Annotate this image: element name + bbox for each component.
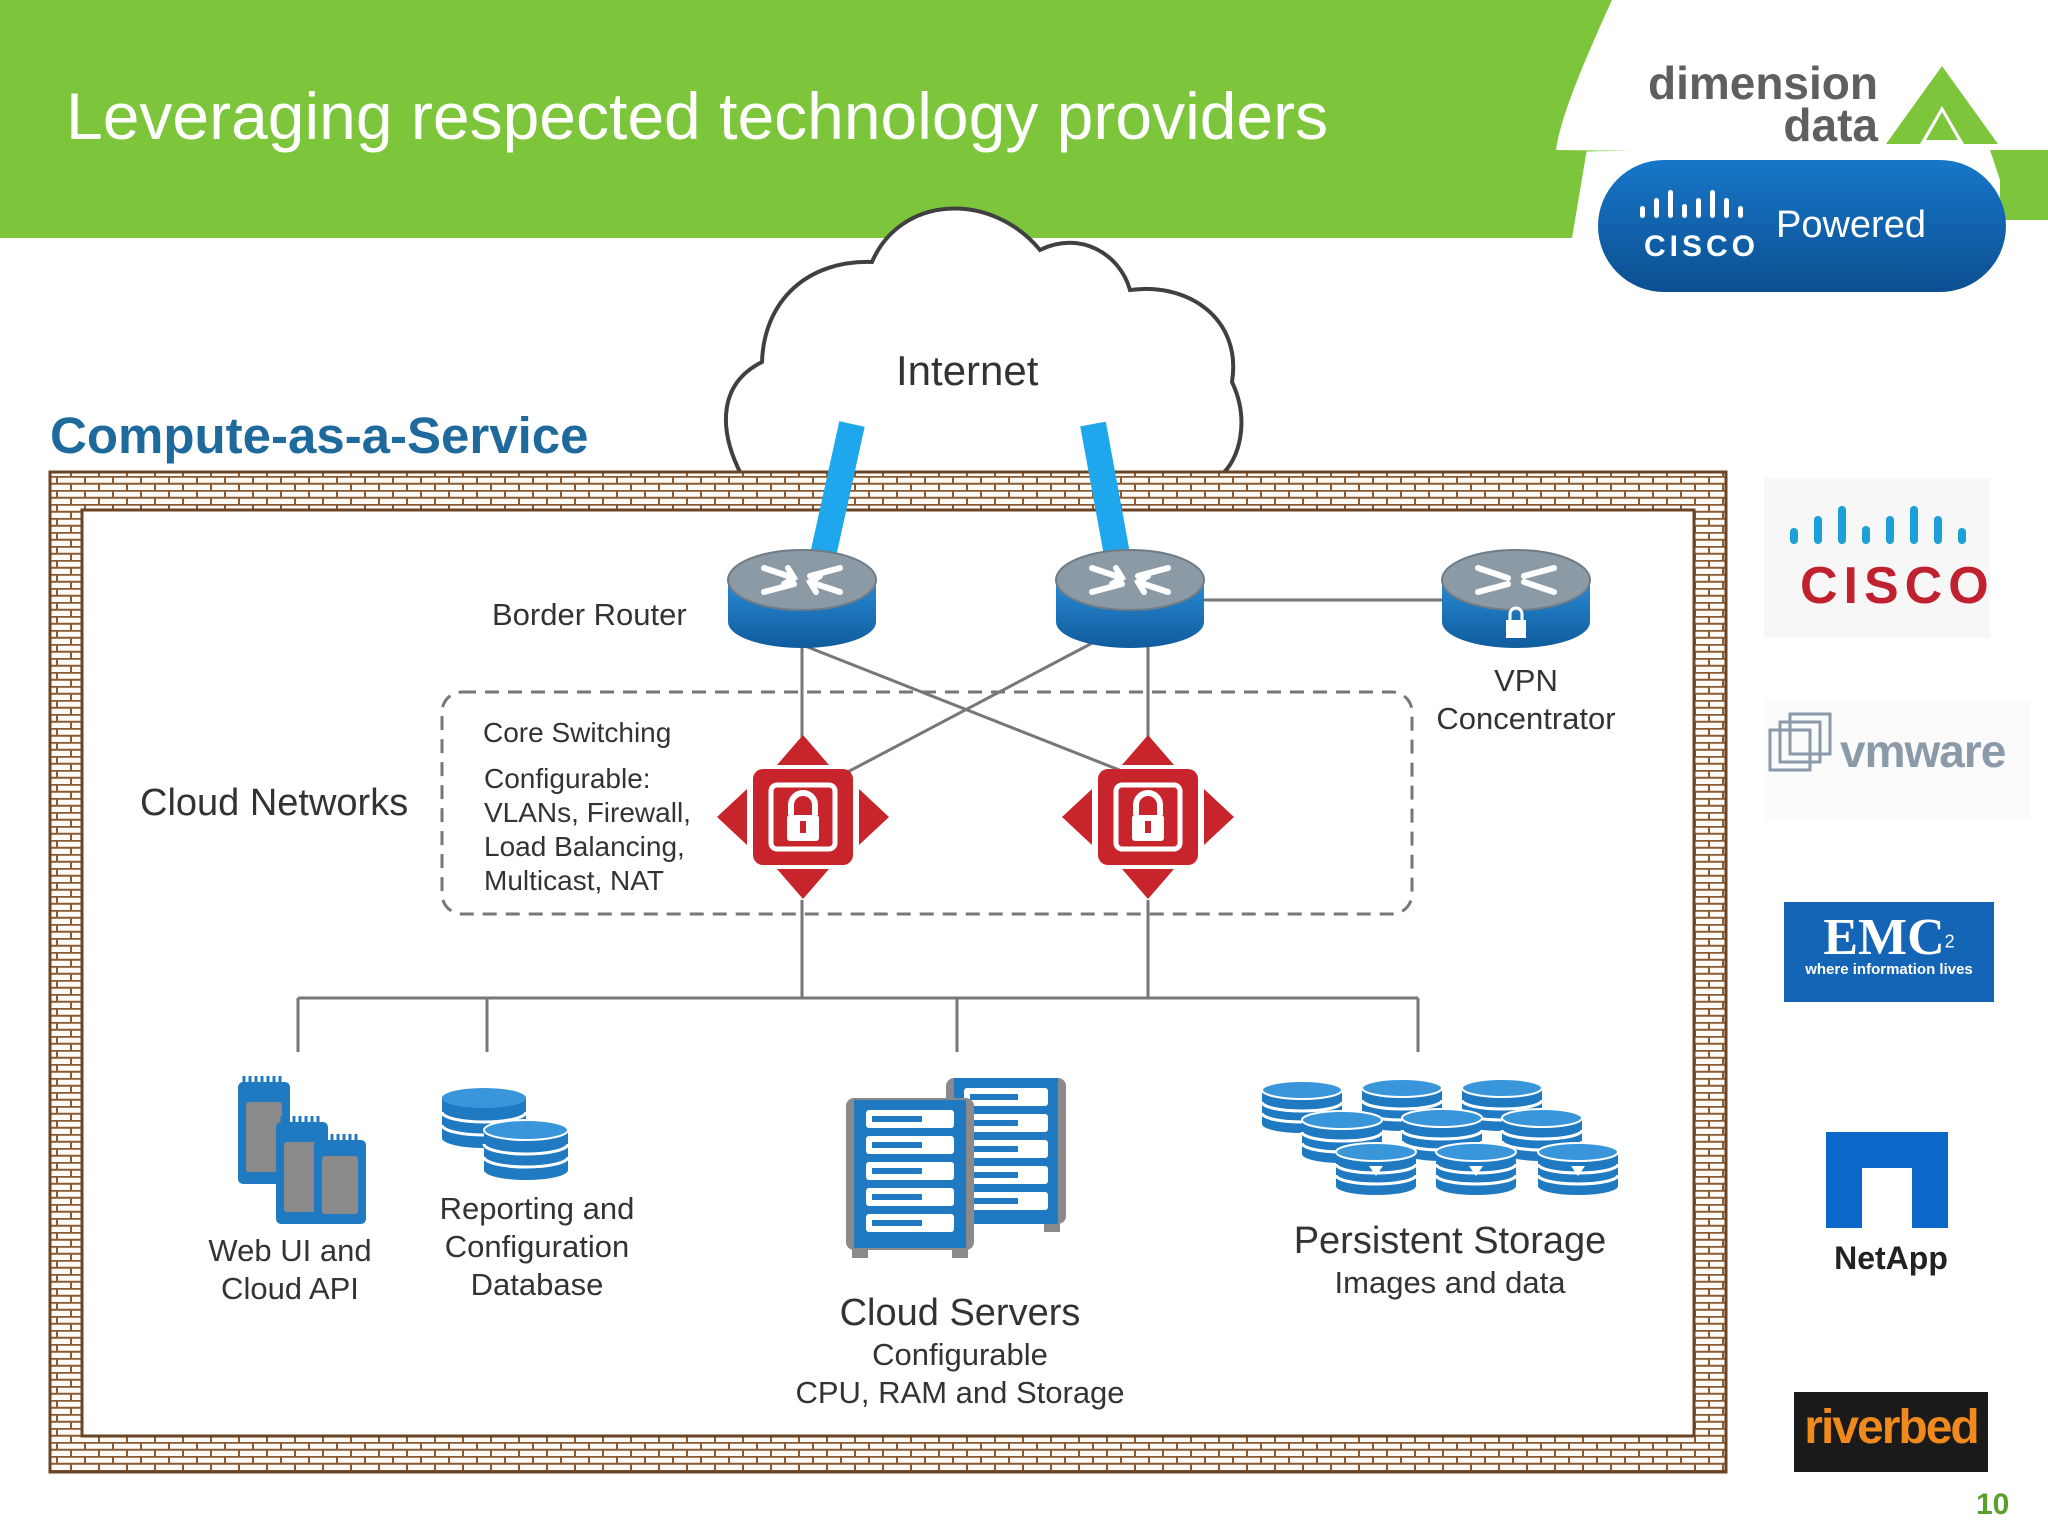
emc-wordmark: EMC xyxy=(1823,909,1945,966)
reporting-database-label: Reporting and Configuration Database xyxy=(440,1190,635,1304)
internet-cloud xyxy=(724,206,1244,478)
vmware-squares-icon xyxy=(1768,712,1832,772)
reporting-line: Database xyxy=(470,1267,604,1302)
cloud-servers-icon xyxy=(846,1078,1066,1258)
emc-logo-panel xyxy=(1784,902,1994,1002)
dimension-data-logo: dimension data xyxy=(1647,57,1878,151)
cloud-networks-label: Cloud Networks xyxy=(140,782,409,824)
emc-partner-logo: EMC2 where information lives xyxy=(1784,908,1994,978)
web-ui-label: Web UI and Cloud API xyxy=(208,1232,371,1308)
reporting-database-icon xyxy=(440,1088,570,1180)
core-switching-title: Core Switching xyxy=(483,717,672,748)
core-switch-left-icon xyxy=(717,735,889,899)
border-router-label: Border Router xyxy=(492,597,687,632)
persistent-storage-label: Persistent Storage Images and data xyxy=(1294,1218,1607,1302)
riverbed-logo-panel xyxy=(1794,1392,1988,1472)
emc-tagline: where information lives xyxy=(1805,961,1973,978)
core-switching-box xyxy=(440,690,1414,916)
web-ui-api-icon xyxy=(238,1076,366,1224)
persistent-storage-icon xyxy=(1260,1078,1620,1195)
dimension-data-triangle-icon xyxy=(1886,66,1998,144)
netapp-logo-panel xyxy=(1760,1096,2022,1316)
dimension-data-line2: data xyxy=(1783,99,1878,151)
slide-title: Leveraging respected technology provider… xyxy=(66,79,1329,153)
vmware-logo-panel xyxy=(1764,700,2030,820)
storage-subtitle: Images and data xyxy=(1334,1265,1566,1300)
emc-superscript: 2 xyxy=(1944,931,1955,952)
vpn-concentrator-label: VPN Concentrator xyxy=(1436,662,1615,738)
core-detail-line: Configurable: xyxy=(484,763,651,794)
dimension-data-line1: dimension xyxy=(1647,57,1878,109)
page-number: 10 xyxy=(1976,1488,2010,1521)
section-title: Compute-as-a-Service xyxy=(50,407,589,464)
wall-interior xyxy=(80,508,1696,1438)
cisco-bars-icon xyxy=(1790,506,1966,544)
cisco-partner-wordmark: CISCO xyxy=(1800,557,1995,615)
vmware-partner-wordmark: vmware xyxy=(1840,725,2006,777)
vpn-concentrator-icon xyxy=(1441,549,1591,648)
uplink-left xyxy=(809,421,865,563)
storage-drum xyxy=(1300,1110,1384,1163)
border-router-right-icon xyxy=(1055,549,1205,648)
cloud-servers-detail: CPU, RAM and Storage xyxy=(795,1375,1125,1410)
netapp-partner-wordmark: NetApp xyxy=(1834,1240,1948,1276)
core-detail-line: VLANs, Firewall, xyxy=(484,797,691,828)
web-ui-line: Web UI and xyxy=(208,1233,372,1268)
core-detail-line: Load Balancing, xyxy=(484,831,685,862)
core-switch-right-icon xyxy=(1062,735,1234,899)
network-links xyxy=(296,598,1446,1052)
cloud-servers-detail: Configurable xyxy=(872,1337,1048,1372)
cloud-servers-label: Cloud Servers Configurable CPU, RAM and … xyxy=(795,1290,1124,1412)
netapp-n-icon xyxy=(1826,1132,1948,1228)
cloud-servers-title: Cloud Servers xyxy=(839,1292,1081,1334)
uplink-right xyxy=(1080,421,1131,563)
internet-label: Internet xyxy=(896,347,1039,394)
cisco-powered-wordmark: CISCO xyxy=(1644,230,1760,263)
powered-label: Powered xyxy=(1776,204,1926,246)
core-detail-line: Multicast, NAT xyxy=(484,865,664,896)
storage-title: Persistent Storage xyxy=(1293,1220,1607,1262)
vpn-label-line1: VPN xyxy=(1494,663,1558,698)
cisco-logo-panel xyxy=(1764,478,1990,638)
storage-drum xyxy=(1434,1142,1518,1195)
cisco-powered-bars-icon xyxy=(1640,190,1743,218)
reporting-line: Configuration xyxy=(444,1229,630,1264)
storage-drum xyxy=(1334,1142,1418,1195)
riverbed-partner-wordmark: riverbed xyxy=(1804,1401,1979,1454)
border-router-left-icon xyxy=(727,549,877,648)
web-ui-line: Cloud API xyxy=(221,1271,359,1306)
cisco-powered-badge: CISCO Powered xyxy=(1598,160,2006,292)
core-switching-details: Configurable: VLANs, Firewall, Load Bala… xyxy=(484,762,691,898)
storage-drum xyxy=(1536,1142,1620,1195)
vpn-label-line2: Concentrator xyxy=(1436,701,1616,736)
reporting-line: Reporting and xyxy=(439,1191,635,1226)
header-band xyxy=(0,0,1612,238)
